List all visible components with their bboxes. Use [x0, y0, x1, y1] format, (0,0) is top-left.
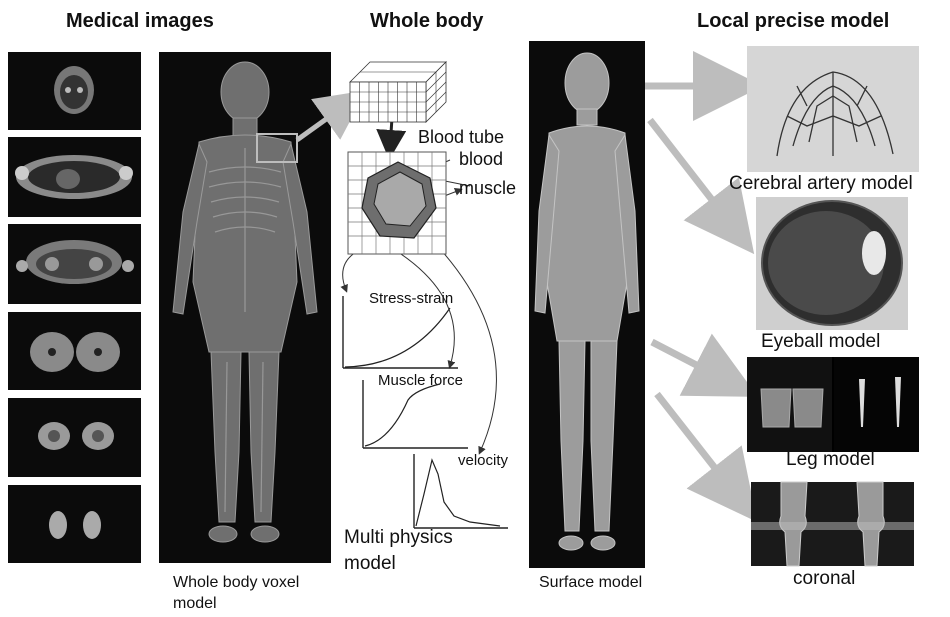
- surface-body-figure: [529, 41, 645, 568]
- stress-strain-graph: [340, 296, 460, 372]
- leg-model-image: [747, 357, 919, 452]
- leg-model-label: Leg model: [786, 449, 875, 471]
- cross-section-grid: [348, 152, 448, 256]
- surface-model-label: Surface model: [539, 574, 642, 592]
- muscle-force-curve: [365, 384, 440, 446]
- muscle-force-graph: [360, 380, 470, 452]
- leg-model-parts: [747, 357, 919, 452]
- multi-physics-label-1: Multi physics: [344, 527, 453, 549]
- voxel-cube-grid: [350, 62, 450, 124]
- thigh-to-leg-arrow: [652, 342, 733, 384]
- eyeball-label: Eyeball model: [761, 331, 880, 353]
- cerebral-artery-vessels: [747, 46, 919, 172]
- cerebral-artery-label: Cerebral artery model: [729, 173, 913, 195]
- eyeball-sphere: [756, 197, 908, 330]
- velocity-graph: [410, 454, 510, 532]
- coronal-image: [751, 482, 914, 566]
- muscle-label: muscle: [459, 178, 516, 199]
- knee-to-coronal-arrow: [657, 394, 740, 500]
- stress-strain-curve: [345, 308, 450, 367]
- coronal-knee-scan: [751, 482, 914, 566]
- velocity-curve: [416, 460, 500, 526]
- eye-to-eyeball-arrow: [650, 120, 737, 232]
- blood-tube-label: Blood tube: [418, 127, 504, 148]
- surface-model-panel: [529, 41, 645, 568]
- eyeball-lens: [862, 231, 886, 275]
- multi-physics-label-2: model: [344, 553, 396, 575]
- coronal-label: coronal: [793, 568, 855, 590]
- cerebral-artery-image: [747, 46, 919, 172]
- eyeball-image: [756, 197, 908, 330]
- voxel-to-grid-arrow: [297, 102, 350, 140]
- blood-label: blood: [459, 149, 503, 170]
- curve-to-stress: [343, 252, 356, 290]
